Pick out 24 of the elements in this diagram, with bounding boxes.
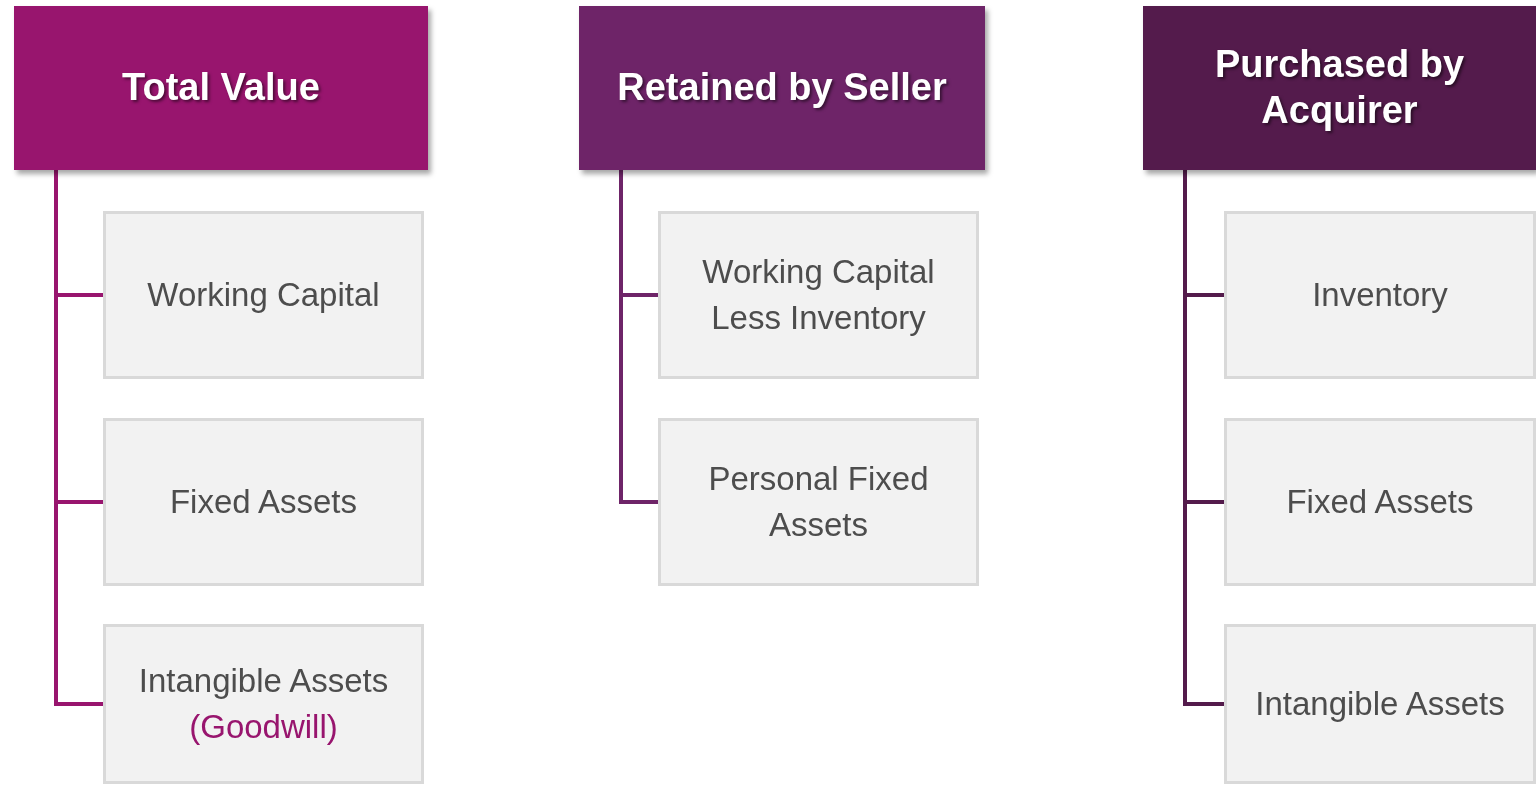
header-box [1143,6,1536,170]
header-box [14,6,428,170]
label-text: Intangible Assets [138,660,389,701]
label-text: Retained by Seller [617,65,947,111]
label-text: Working Capital Less Inventory [701,251,936,338]
label-text: Intangible Assets [1255,683,1505,724]
label-text: Fixed Assets [1286,481,1474,522]
item-box [1224,211,1536,379]
label-text: Total Value [122,65,320,111]
item-box [103,211,424,379]
item-box [1224,624,1536,784]
connector-line [619,170,658,504]
item-box [658,211,979,379]
header-box [579,6,985,170]
label-text: Personal Fixed Assets [707,458,930,545]
item-box [658,418,979,586]
label-text: Working Capital [147,274,380,315]
label-text: Fixed Assets [169,481,358,522]
item-box [1224,418,1536,586]
item-box [103,418,424,586]
note-text: (Goodwill) [189,707,338,747]
label-text: Inventory [1312,274,1448,315]
item-box [103,624,424,784]
label-text: Purchased by Acquirer [1213,42,1466,133]
